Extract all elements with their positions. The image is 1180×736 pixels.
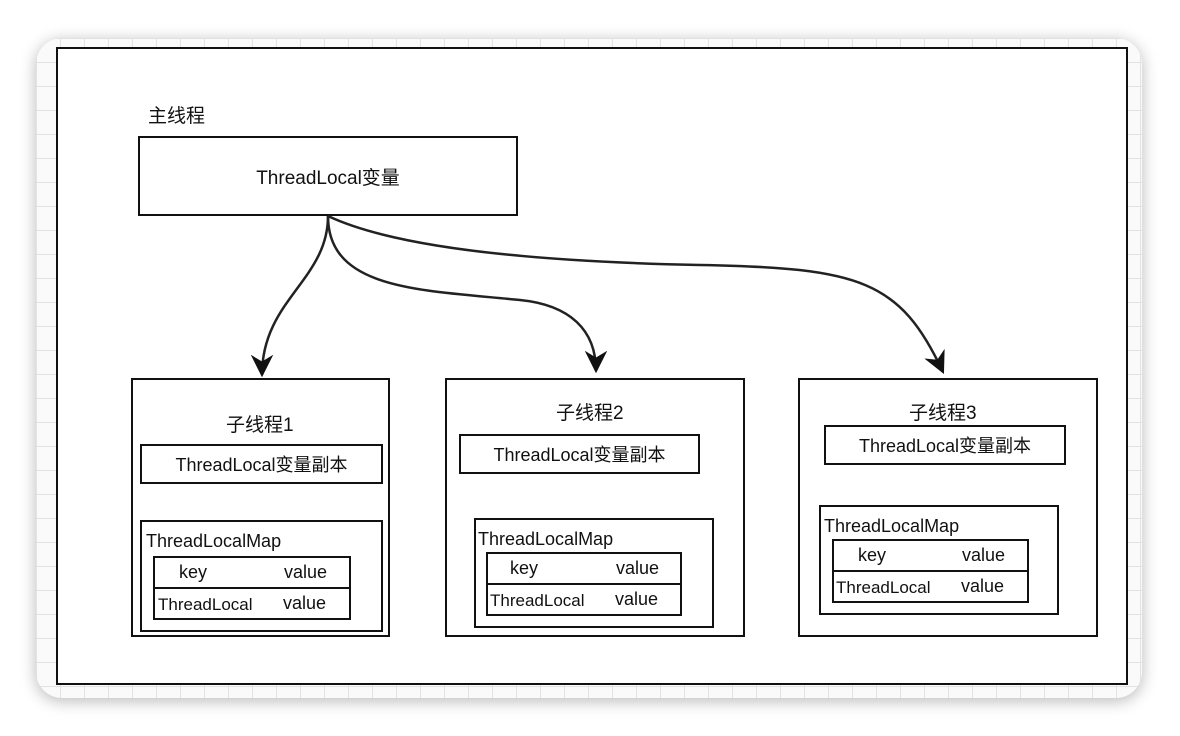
arrow-to-child-1	[250, 215, 330, 378]
child-thread-3-row-key: ThreadLocal	[836, 578, 931, 597]
child-thread-2-row-key: ThreadLocal	[490, 591, 585, 610]
child-thread-1-map-row	[153, 587, 351, 620]
arrow-to-child-3	[327, 214, 945, 375]
child-thread-2-header-key: key	[510, 558, 539, 578]
child-thread-3-copy-box[interactable]: ThreadLocal变量副本	[824, 425, 1066, 465]
child-thread-3-row-value: value	[961, 576, 1005, 596]
child-thread-1-copy-label: ThreadLocal变量副本	[175, 455, 348, 475]
child-thread-1-header-key: key	[179, 562, 208, 582]
child-thread-3-map-title: ThreadLocalMap	[824, 516, 960, 536]
child-thread-2-title: 子线程2	[556, 403, 624, 424]
child-thread-1-row-value: value	[283, 593, 327, 613]
child-thread-2-map-row	[486, 583, 682, 616]
arrow-to-child-2	[326, 215, 608, 374]
child-thread-1-row-key: ThreadLocal	[158, 595, 253, 614]
child-thread-2-map-title: ThreadLocalMap	[478, 529, 614, 549]
main-thread-label: 主线程	[148, 106, 206, 127]
child-thread-3-map-row	[832, 570, 1029, 603]
child-thread-3-header-value: value	[962, 545, 1006, 565]
child-thread-3-copy-label: ThreadLocal变量副本	[858, 436, 1032, 456]
child-thread-2-copy-label: ThreadLocal变量副本	[493, 445, 666, 465]
child-thread-2-map-header-row	[486, 552, 682, 585]
child-thread-1-map-title: ThreadLocalMap	[146, 531, 282, 551]
child-thread-3-header-key: key	[858, 545, 887, 565]
child-thread-3-title: 子线程3	[909, 403, 977, 424]
child-thread-2-row-value: value	[615, 589, 659, 609]
child-thread-2-header-value: value	[616, 558, 660, 578]
main-threadlocal-variable-label: ThreadLocal变量	[256, 167, 400, 189]
main-threadlocal-variable-box[interactable]: ThreadLocal变量	[138, 136, 518, 216]
child-thread-1-title: 子线程1	[226, 415, 294, 436]
child-thread-1-copy-box[interactable]: ThreadLocal变量副本	[140, 444, 383, 484]
child-thread-1-header-value: value	[284, 562, 328, 582]
child-thread-2-copy-box[interactable]: ThreadLocal变量副本	[459, 434, 700, 474]
